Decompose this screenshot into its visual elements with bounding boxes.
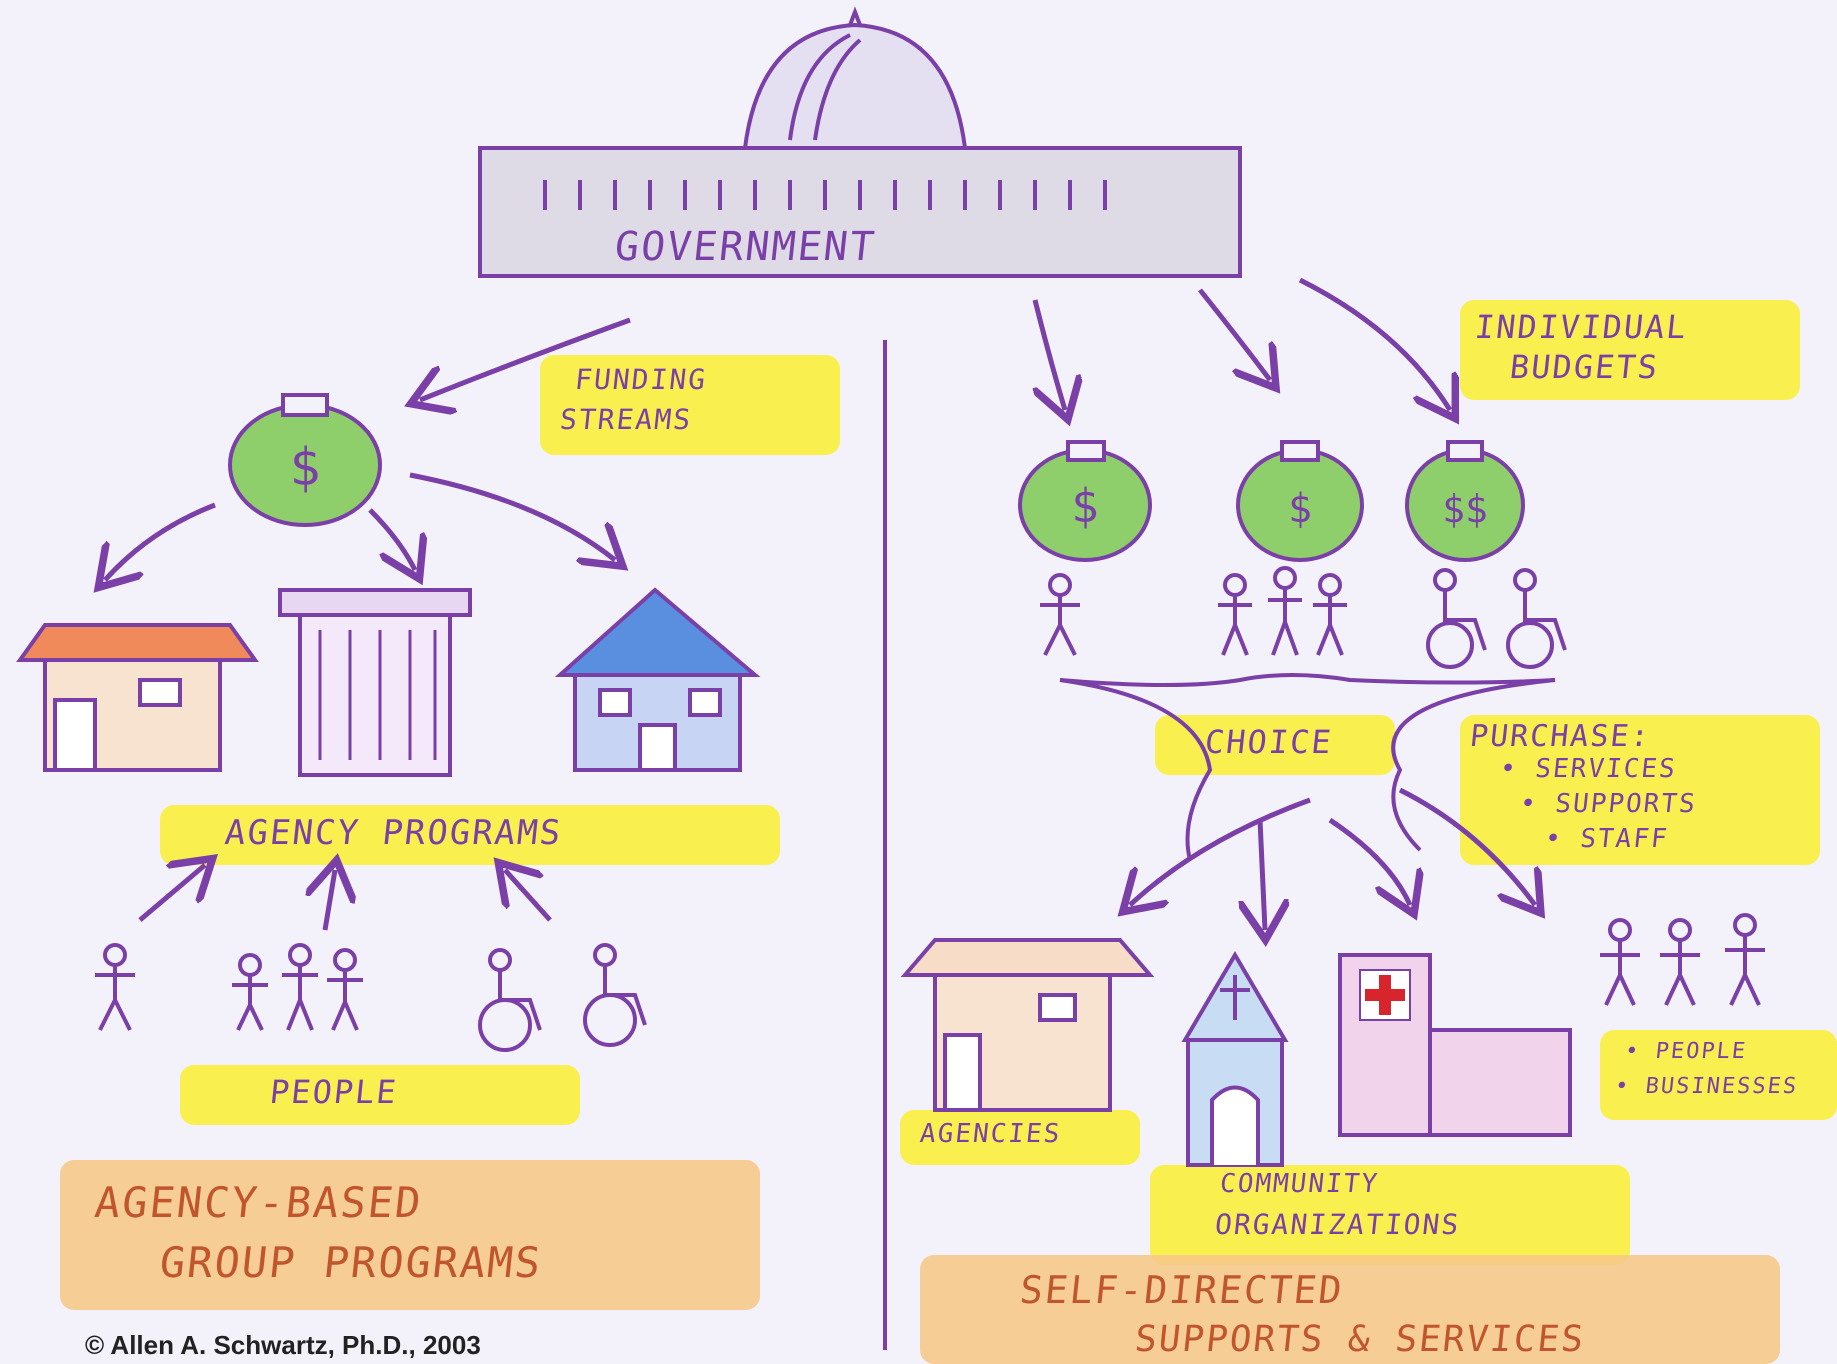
highlight-choice <box>1155 715 1395 775</box>
wheelchair-icon <box>478 943 647 1052</box>
highlight-agency-based <box>60 1160 760 1310</box>
people-icon <box>1040 566 1347 656</box>
self-directed-label-line2: SUPPORTS & SERVICES <box>1132 1319 1587 1360</box>
highlight-self-directed <box>920 1255 1780 1364</box>
church-icon <box>1181 951 1289 1167</box>
svg-text:$: $ <box>1288 486 1312 532</box>
money-bag-icon: $ <box>228 393 382 527</box>
purchase-item-supports: • SUPPORTS <box>1518 789 1699 819</box>
purchase-item-staff: • STAFF <box>1543 824 1671 854</box>
individual-budgets-label-line1: INDIVIDUAL <box>1473 308 1690 346</box>
funding-streams-label-line1: FUNDING <box>573 363 709 396</box>
people-businesses-label-line1: • PEOPLE <box>1623 1039 1749 1064</box>
money-bag-icon: $ <box>1018 440 1152 562</box>
people-businesses-label-line2: • BUSINESSES <box>1613 1074 1800 1099</box>
highlight-agencies <box>900 1110 1140 1165</box>
government-label: GOVERNMENT <box>612 224 879 270</box>
highlight-agency-programs <box>160 805 780 865</box>
people-icon <box>1600 913 1765 1006</box>
government-arrows <box>105 277 1535 930</box>
choice-label: CHOICE <box>1203 723 1335 761</box>
community-organizations-label-line2: ORGANIZATIONS <box>1213 1208 1462 1241</box>
agency-programs-label: AGENCY PROGRAMS <box>222 813 565 853</box>
agency-building-icon <box>900 938 1155 1112</box>
svg-text:$: $ <box>289 438 320 498</box>
highlight-people <box>180 1065 580 1125</box>
hospital-icon <box>1338 953 1572 1137</box>
highlight-funding-streams <box>540 355 840 455</box>
agencies-label: AGENCIES <box>918 1119 1063 1149</box>
government-building-icon <box>478 6 1242 278</box>
highlight-people-businesses <box>1600 1030 1837 1120</box>
people-label: PEOPLE <box>268 1073 400 1111</box>
money-bag-icon: $$ <box>1405 440 1525 562</box>
svg-text:$: $ <box>1071 479 1099 533</box>
money-bag-icon: $ <box>1236 440 1364 562</box>
agency-building-icon <box>16 623 259 772</box>
svg-text:$$: $$ <box>1442 487 1488 531</box>
community-organizations-label-line1: COMMUNITY <box>1218 1169 1381 1199</box>
wheelchair-icon <box>1426 568 1567 669</box>
highlight-community <box>1150 1165 1630 1265</box>
agency-based-label-line1: AGENCY-BASED <box>92 1178 426 1227</box>
highlight-purchase <box>1460 715 1820 865</box>
purchase-item-services: • SERVICES <box>1498 754 1679 784</box>
copyright-notice: © Allen A. Schwartz, Ph.D., 2003 <box>85 1330 481 1360</box>
self-directed-label-line1: SELF-DIRECTED <box>1017 1268 1346 1312</box>
choice-funnel <box>1059 673 1556 861</box>
office-tower-icon <box>278 588 472 777</box>
individual-budgets-label-line2: BUDGETS <box>1508 348 1661 386</box>
purchase-title: PURCHASE: <box>1468 719 1653 754</box>
funding-streams-label-line2: STREAMS <box>558 403 694 436</box>
house-icon <box>554 587 761 772</box>
people-icon <box>95 943 363 1031</box>
highlight-individual-budgets <box>1460 300 1800 400</box>
agency-based-label-line2: GROUP PROGRAMS <box>157 1238 545 1287</box>
